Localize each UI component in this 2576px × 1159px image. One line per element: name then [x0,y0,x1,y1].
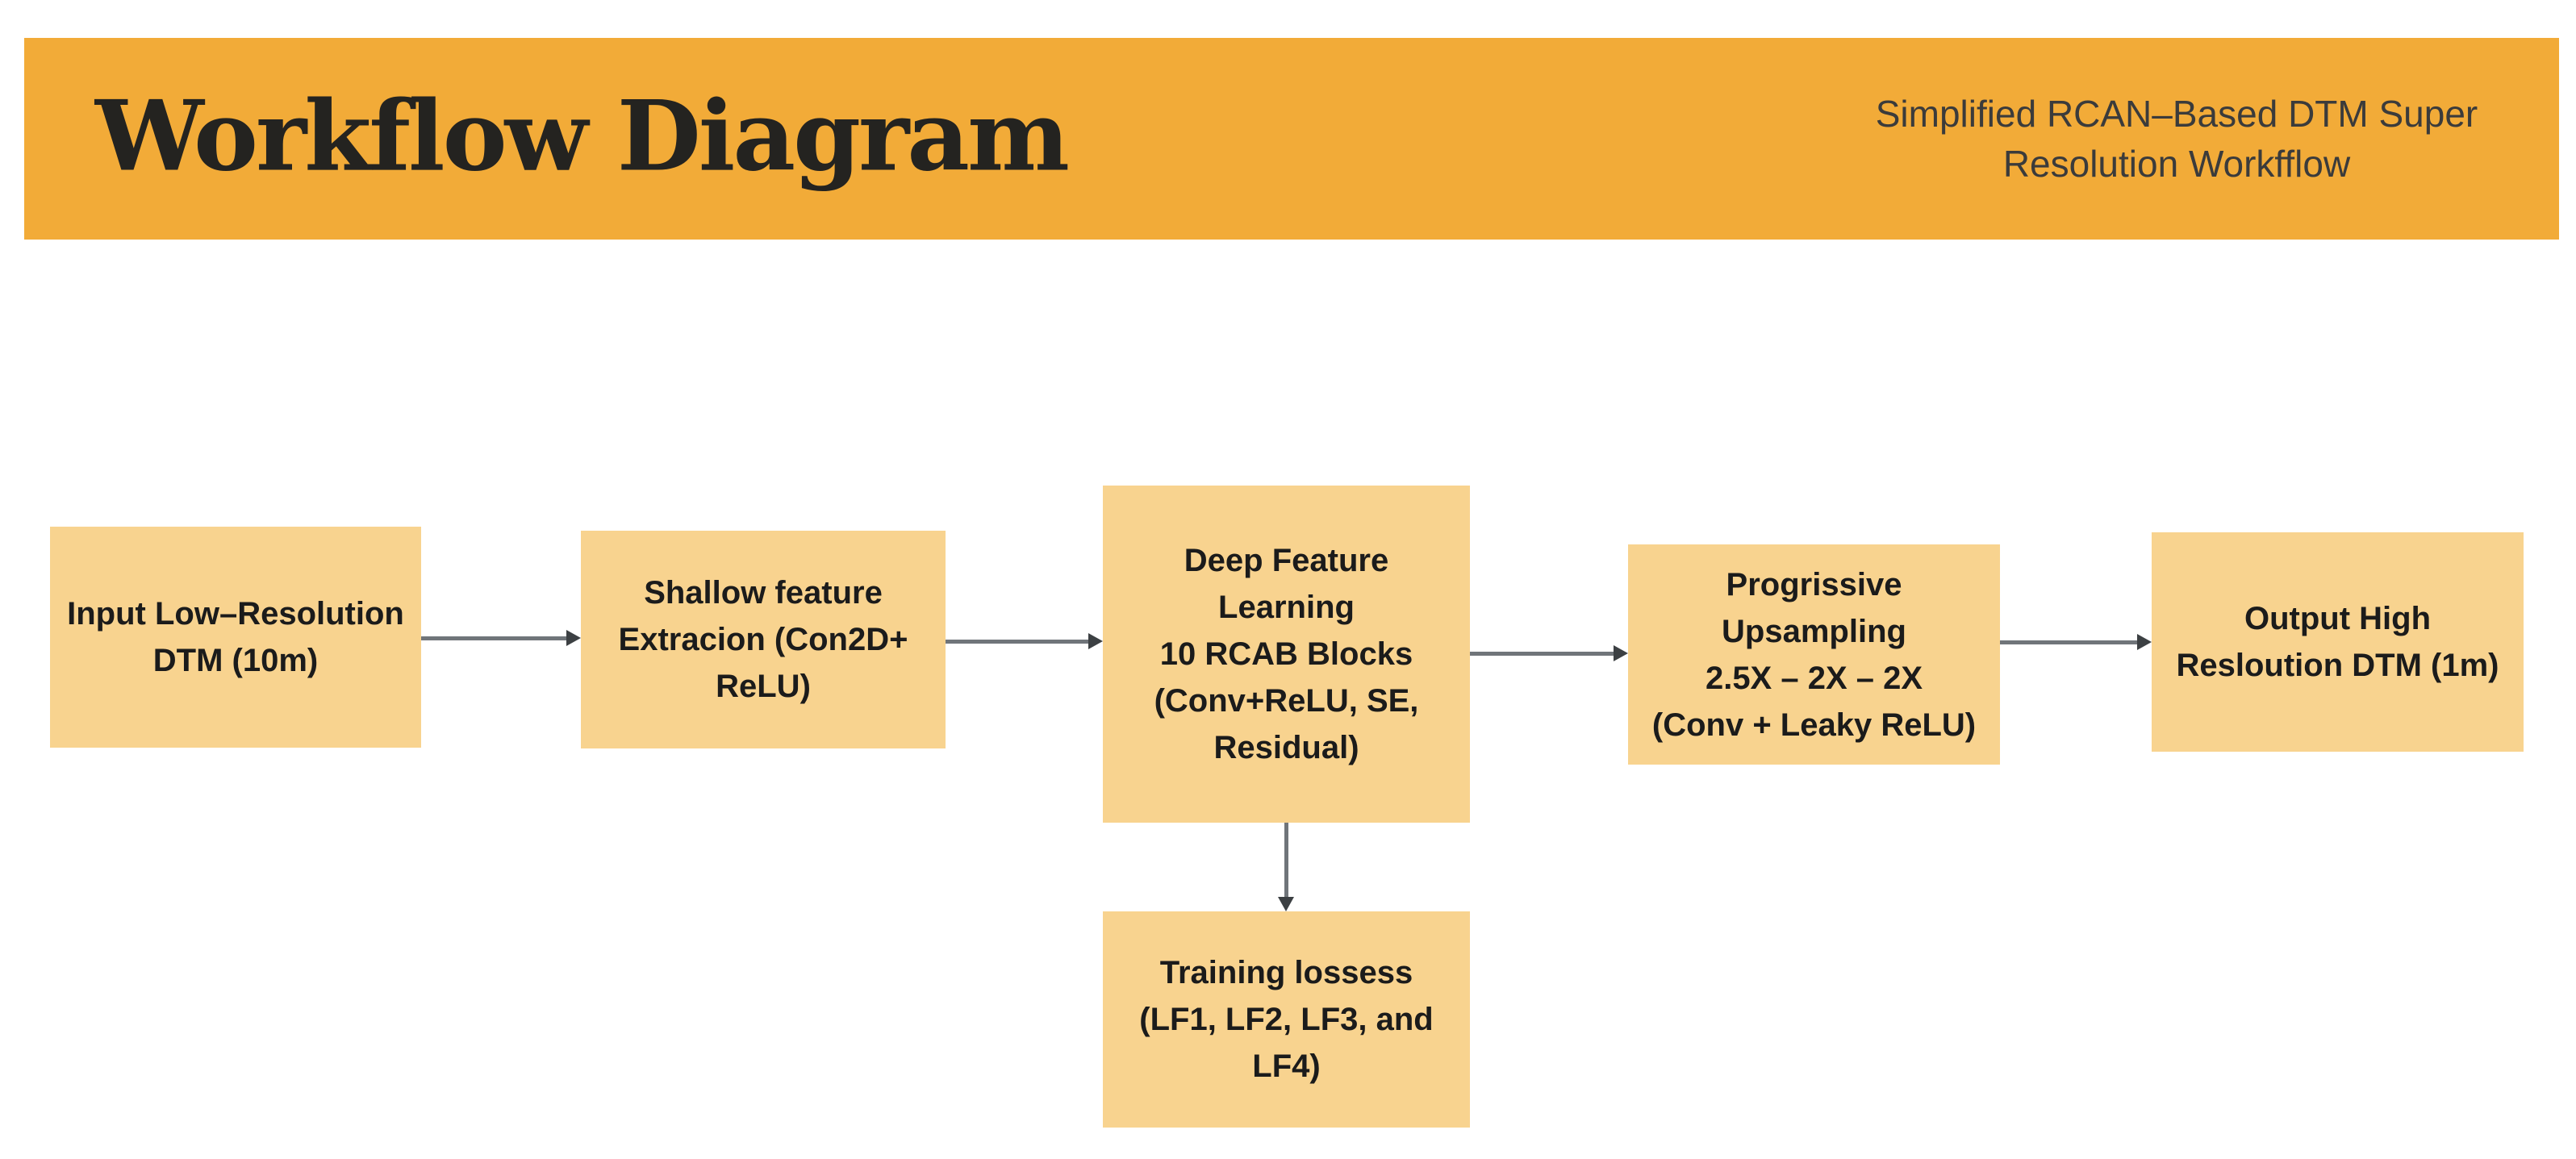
edge-upsampling-to-output [2000,634,2152,651]
edge-line [421,636,570,640]
page-subtitle: Simplified RCAN–Based DTM Super Resoluti… [1875,92,2478,185]
arrowhead-right-icon [2137,634,2152,650]
page-title: Workflow Diagram [95,79,1070,194]
node-deep-feature-learning: Deep Feature Learning 10 RCAB Blocks (Co… [1103,486,1470,823]
node-training-losses: Training lossess (LF1, LF2, LF3, and LF4… [1103,911,1470,1128]
edge-line [1470,652,1617,656]
node-output-high-resolution-dtm: Output High Resloution DTM (1m) [2152,532,2524,752]
arrowhead-right-icon [566,630,581,646]
edge-line [946,640,1092,644]
edge-line [2000,640,2140,644]
edge-shallow-to-deep [946,633,1103,650]
edge-input-to-shallow [421,630,581,647]
node-shallow-feature-extraction: Shallow feature Extracion (Con2D+ ReLU) [581,531,946,748]
node-progressive-upsampling: Progrissive Upsampling 2.5X – 2X – 2X (C… [1628,544,2000,765]
header-banner: Workflow Diagram Simplified RCAN–Based D… [24,38,2559,240]
node-input-low-resolution-dtm: Input Low–Resolution DTM (10m) [50,527,421,748]
arrowhead-down-icon [1278,897,1294,911]
edge-deep-to-upsampling [1470,645,1628,662]
arrowhead-right-icon [1614,645,1628,661]
arrowhead-right-icon [1088,633,1103,649]
edge-line [1284,823,1288,900]
edge-deep-to-losses [1278,823,1295,911]
